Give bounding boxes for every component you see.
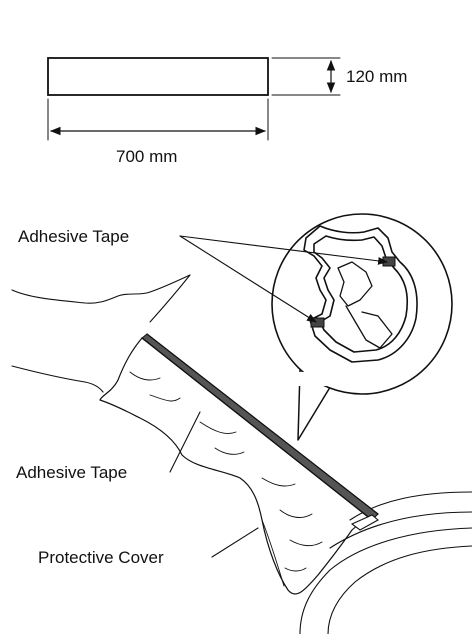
protective-cover — [99, 337, 379, 595]
leader-lines — [169, 235, 388, 558]
adhesive-tape-label-bottom: Adhesive Tape — [16, 463, 127, 482]
protective-cover-label: Protective Cover — [38, 548, 164, 567]
adhesive-tape-label-top: Adhesive Tape — [18, 227, 129, 246]
detail-pointer — [297, 369, 333, 441]
height-dimension-label: 120 mm — [346, 67, 407, 86]
tape-strip-rectangle — [47, 57, 269, 96]
vehicle-body-outline — [11, 274, 472, 634]
tape-dimension-drawing: 120 mm 700 mm — [47, 57, 407, 166]
panel-cross-section — [303, 225, 418, 363]
width-dimension-label: 700 mm — [116, 147, 177, 166]
magnified-detail — [271, 213, 453, 441]
detail-circle — [271, 213, 453, 395]
